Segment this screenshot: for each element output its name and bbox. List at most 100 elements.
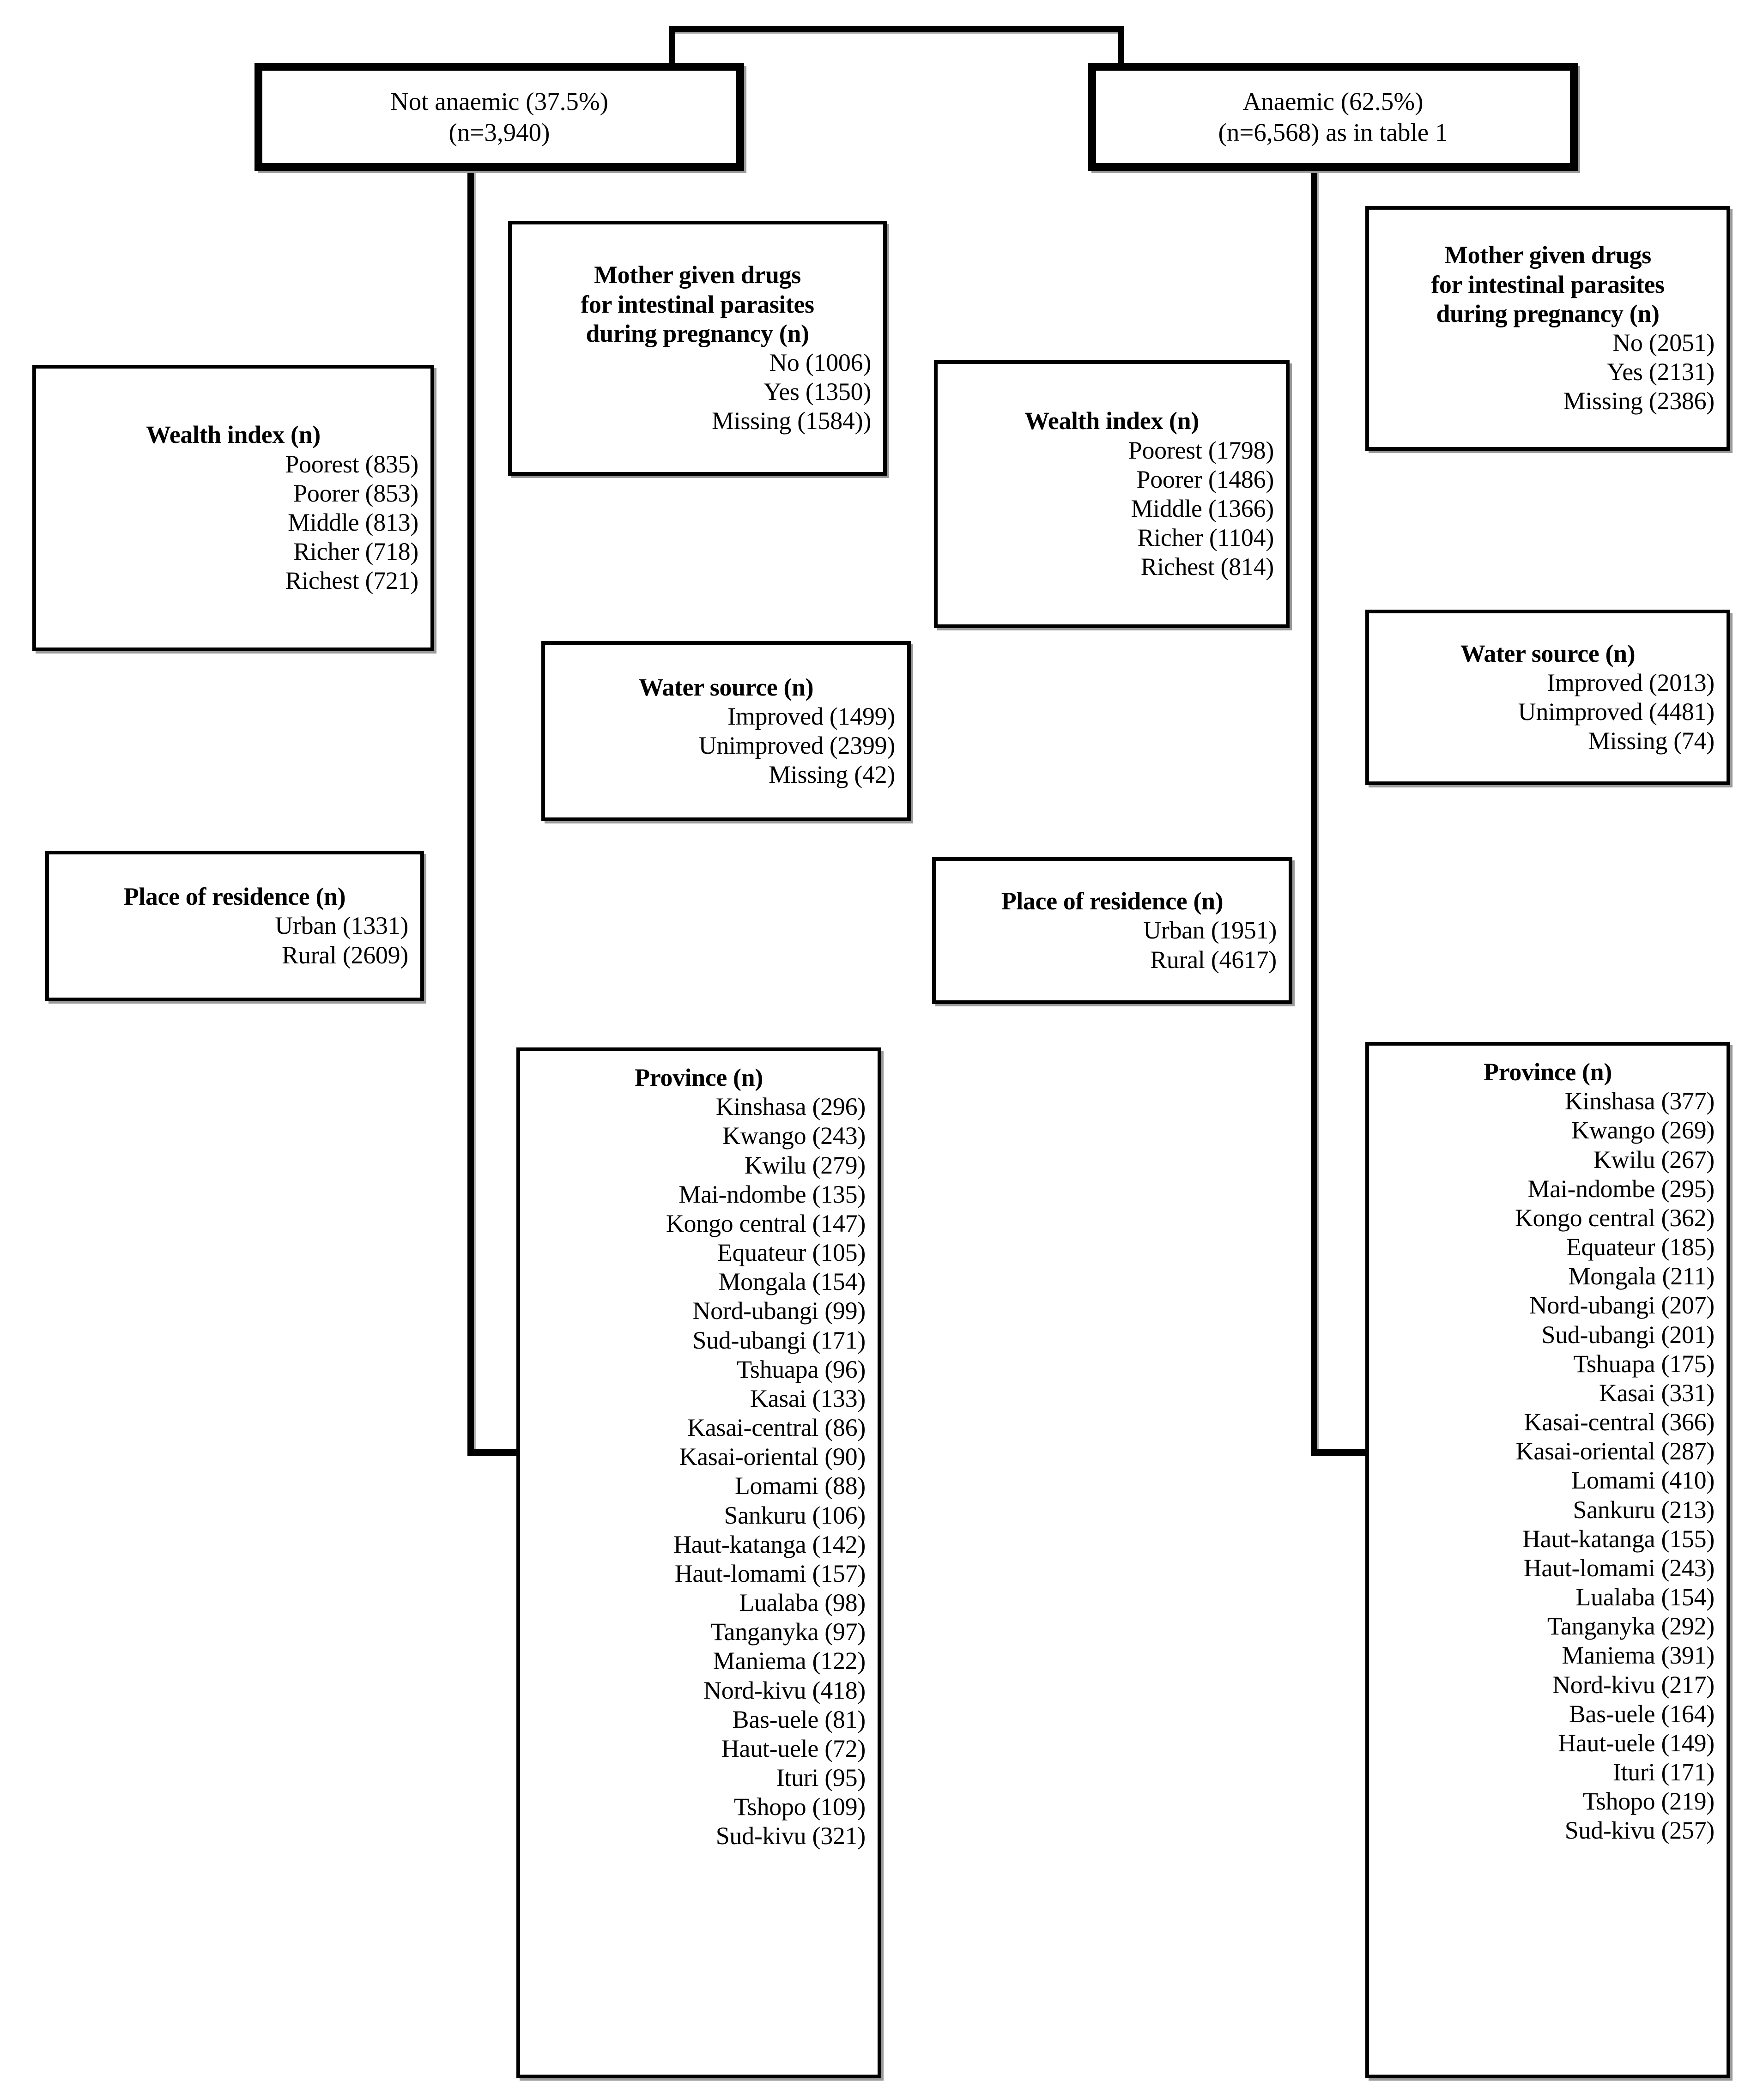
box-line: Richest (721): [285, 567, 418, 595]
box-line: Lualaba (98): [739, 1589, 866, 1617]
box-line: Yes (2131): [1606, 358, 1715, 386]
box-title: during pregnancy (n): [1436, 299, 1660, 327]
box-line: Richest (814): [1140, 553, 1274, 581]
box-line: Sud-ubangi (171): [692, 1326, 866, 1354]
box-water-source-left-inner: Water source (n) Improved (1499) Unimpro…: [544, 643, 909, 819]
box-line: Middle (813): [288, 508, 418, 536]
box-line: Equateur (105): [717, 1239, 866, 1267]
box-line: Rural (4617): [1150, 945, 1277, 974]
box-mother-drugs-left[interactable]: Mother given drugs for intestinal parasi…: [508, 221, 887, 476]
box-title: for intestinal parasites: [581, 290, 814, 318]
box-line: Haut-uele (149): [1558, 1729, 1715, 1757]
box-line: Lualaba (154): [1575, 1583, 1715, 1611]
box-wealth-index-left-inner: Wealth index (n) Poorest (835) Poorer (8…: [35, 367, 432, 649]
box-water-source-right[interactable]: Water source (n) Improved (2013) Unimpro…: [1365, 610, 1730, 785]
box-line: Kongo central (147): [666, 1209, 866, 1237]
box-line: Poorer (1486): [1136, 465, 1274, 493]
box-line: Unimproved (4481): [1518, 698, 1715, 726]
box-line: Mai-ndombe (135): [679, 1180, 866, 1208]
box-province-right-inner: Province (n) Kinshasa (377) Kwango (269)…: [1368, 1044, 1728, 2076]
box-mother-drugs-right[interactable]: Mother given drugs for intestinal parasi…: [1365, 206, 1730, 451]
box-line: Missing (1584)): [712, 407, 871, 435]
box-residence-right[interactable]: Place of residence (n) Urban (1951) Rura…: [932, 857, 1292, 1004]
box-line: Sud-kivu (257): [1564, 1816, 1715, 1845]
box-title: during pregnancy (n): [586, 319, 809, 347]
box-line: Nord-kivu (418): [703, 1676, 866, 1704]
box-line: Nord-kivu (217): [1552, 1670, 1715, 1699]
box-wealth-index-left[interactable]: Wealth index (n) Poorest (835) Poorer (8…: [32, 365, 434, 651]
box-title: Place of residence (n): [1001, 887, 1224, 915]
box-line: Improved (1499): [727, 702, 895, 730]
box-wealth-index-right[interactable]: Wealth index (n) Poorest (1798) Poorer (…: [934, 360, 1290, 628]
box-title: Mother given drugs: [1444, 241, 1651, 269]
box-line: Haut-katanga (142): [673, 1530, 866, 1558]
box-title: Water source (n): [638, 673, 814, 701]
box-line: Sankuru (213): [1573, 1495, 1715, 1524]
connector-top-left-drop: [669, 26, 675, 75]
box-line: Kwilu (267): [1593, 1145, 1715, 1174]
connector-right-elbow: [1311, 1449, 1365, 1456]
box-mother-drugs-left-inner: Mother given drugs for intestinal parasi…: [510, 223, 885, 473]
box-line: Sankuru (106): [724, 1501, 866, 1529]
box-title: Wealth index (n): [146, 421, 321, 449]
anaemic-line-2: (n=6,568) as in table 1: [1218, 118, 1448, 146]
box-line: Nord-ubangi (207): [1529, 1291, 1715, 1319]
box-line: Middle (1366): [1131, 495, 1274, 522]
box-residence-right-inner: Place of residence (n) Urban (1951) Rura…: [934, 859, 1290, 1002]
box-line: Poorer (853): [293, 479, 418, 507]
box-line: Lomami (88): [734, 1472, 866, 1500]
not-anaemic-line-1: Not anaemic (37.5%): [390, 87, 608, 115]
box-line: Mongala (154): [718, 1268, 866, 1296]
box-title: Mother given drugs: [594, 261, 801, 289]
box-title: Wealth index (n): [1024, 407, 1199, 435]
box-line: Kasai (133): [750, 1384, 866, 1412]
box-line: Sud-kivu (321): [715, 1822, 866, 1850]
box-residence-left[interactable]: Place of residence (n) Urban (1331) Rura…: [45, 851, 424, 1001]
box-line: Tanganyka (292): [1547, 1612, 1715, 1640]
box-province-left[interactable]: Province (n) Kinshasa (296) Kwango (243)…: [516, 1047, 881, 2078]
box-line: Richer (1104): [1137, 524, 1274, 552]
box-line: Poorest (1798): [1128, 436, 1274, 464]
connector-left-elbow: [467, 1449, 519, 1456]
box-line: Equateur (185): [1566, 1233, 1715, 1261]
box-line: Lomami (410): [1571, 1466, 1715, 1495]
box-line: Ituri (171): [1612, 1758, 1715, 1786]
box-line: Haut-uele (72): [721, 1734, 866, 1762]
box-line: Kasai-oriental (287): [1515, 1437, 1715, 1465]
box-line: Kinshasa (296): [715, 1093, 866, 1121]
box-line: Tanganyka (97): [710, 1618, 866, 1646]
box-line: Kongo central (362): [1515, 1204, 1715, 1232]
box-line: Maniema (391): [1562, 1641, 1715, 1670]
box-line: Yes (1350): [763, 378, 871, 406]
box-line: No (2051): [1612, 329, 1715, 357]
box-line: Kwango (243): [722, 1122, 866, 1150]
box-line: Richer (718): [293, 538, 418, 566]
box-line: Ituri (95): [776, 1764, 866, 1792]
box-line: Missing (74): [1588, 727, 1715, 755]
box-line: Kasai-oriental (90): [679, 1443, 866, 1471]
box-line: Kasai (331): [1599, 1379, 1715, 1407]
box-line: Tshopo (109): [733, 1793, 866, 1821]
not-anaemic-line-2: (n=3,940): [448, 118, 550, 146]
box-line: Sud-ubangi (201): [1541, 1320, 1715, 1349]
box-line: Kwilu (279): [744, 1151, 866, 1179]
box-line: Urban (1951): [1143, 916, 1277, 944]
root-box-not-anaemic-inner: Not anaemic (37.5%) (n=3,940): [261, 69, 738, 165]
box-province-right[interactable]: Province (n) Kinshasa (377) Kwango (269)…: [1365, 1042, 1730, 2078]
box-water-source-left[interactable]: Water source (n) Improved (1499) Unimpro…: [541, 641, 911, 821]
box-line: Poorest (835): [285, 450, 418, 478]
root-box-not-anaemic[interactable]: Not anaemic (37.5%) (n=3,940): [254, 63, 744, 171]
box-title: Place of residence (n): [123, 883, 346, 911]
box-line: Kinshasa (377): [1564, 1087, 1715, 1115]
box-line: Unimproved (2399): [698, 732, 896, 759]
box-line: Missing (42): [769, 761, 895, 789]
box-province-left-inner: Province (n) Kinshasa (296) Kwango (243)…: [519, 1050, 879, 2076]
root-box-anaemic[interactable]: Anaemic (62.5%) (n=6,568) as in table 1: [1088, 63, 1578, 171]
box-line: Maniema (122): [713, 1647, 866, 1675]
box-line: Haut-lomami (157): [674, 1559, 866, 1587]
box-title: Water source (n): [1460, 639, 1636, 667]
box-title: Province (n): [1484, 1058, 1612, 1086]
connector-left-spine: [467, 171, 474, 1456]
box-line: Rural (2609): [282, 941, 408, 969]
